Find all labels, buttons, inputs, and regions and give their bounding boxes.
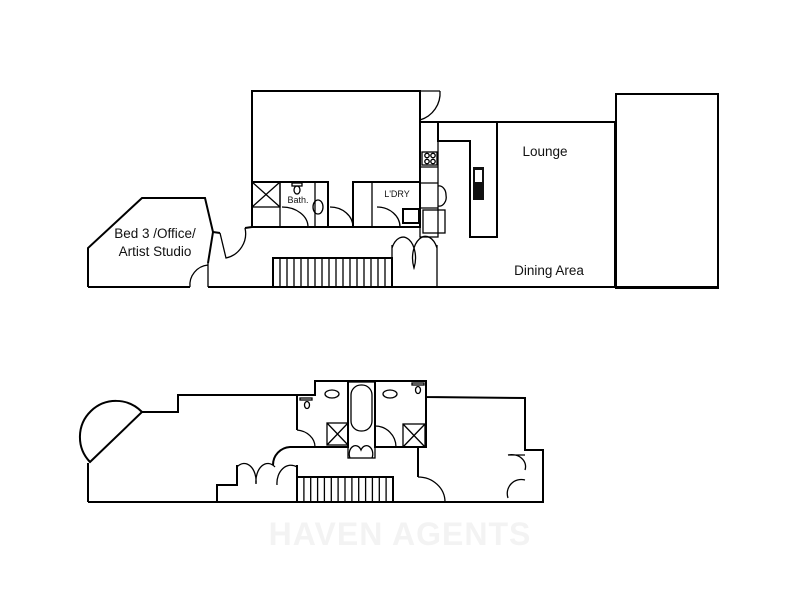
hall-door-arc — [329, 206, 354, 228]
shower-cross — [251, 181, 281, 208]
dining-label: Dining Area — [514, 263, 584, 278]
stairs — [272, 257, 393, 288]
upper-stairs — [272, 257, 393, 288]
shower-icon-right — [402, 423, 426, 448]
pantry-bifold-door — [437, 185, 447, 207]
sink-icon — [473, 167, 484, 200]
basin-icon-right — [382, 389, 398, 399]
sink-bowl — [475, 170, 482, 182]
basin-icon-left — [324, 389, 340, 399]
kitchen — [419, 121, 498, 238]
cooktop-icon — [421, 151, 438, 166]
lower-floor — [78, 380, 544, 503]
linen-door — [348, 445, 374, 459]
bed3-walls — [87, 197, 215, 287]
corridor-wall — [212, 226, 253, 234]
fridge-icon — [422, 209, 446, 234]
shower-icon-left — [326, 422, 349, 446]
bay-window — [78, 399, 144, 464]
corridor-door — [219, 227, 247, 259]
toilet-cistern-right — [411, 382, 425, 386]
lounge-label: Lounge — [522, 144, 567, 159]
bathtub-icon — [350, 384, 373, 432]
tub-surround — [347, 381, 376, 459]
hall-curved-wall — [271, 446, 348, 466]
basin-icon — [312, 199, 324, 215]
bed3-label-line2: Artist Studio — [119, 244, 192, 259]
laundry-door-arc — [376, 206, 401, 228]
washer-icon — [402, 208, 420, 224]
bathroom-walls — [296, 382, 427, 448]
toilet-cistern — [291, 182, 303, 187]
bath-door-left — [296, 429, 316, 448]
toilet-icon-left — [303, 400, 311, 410]
bath-label: Bath. — [287, 195, 308, 205]
laundry-label: L'DRY — [384, 189, 410, 199]
bed3-door-arc — [189, 263, 209, 288]
laundry: L'DRY — [352, 181, 420, 228]
lower-stair-treads — [303, 477, 387, 502]
toilet-icon — [293, 185, 301, 195]
entry-walls — [216, 465, 298, 502]
bath-door-arc — [281, 206, 309, 228]
bath-door-right — [374, 425, 397, 448]
lower-hall-door — [417, 476, 446, 503]
entry-doors — [236, 462, 298, 486]
top-door-arc — [419, 90, 441, 121]
toilet-cistern-left — [299, 397, 313, 401]
cabinet-dividers — [420, 166, 438, 209]
shower-cross-left — [326, 422, 349, 446]
stair-treads — [279, 258, 386, 287]
lower-outer-walls — [87, 380, 544, 503]
laundry-walls — [352, 181, 420, 227]
cooktop-burners — [424, 152, 436, 165]
right-bifold-door — [506, 453, 527, 499]
shower-cross-right — [402, 423, 426, 448]
watermark: HAVEN AGENTS — [269, 516, 532, 552]
right-room-walls — [615, 93, 719, 289]
upper-floor: Bath. L'DRY — [87, 90, 719, 289]
double-door — [391, 235, 438, 287]
bed3-label-line1: Bed 3 /Office/ — [114, 226, 196, 241]
toilet-icon-right — [414, 385, 422, 395]
kitchen-bench — [437, 122, 498, 238]
bathroom: Bath. — [251, 181, 329, 228]
